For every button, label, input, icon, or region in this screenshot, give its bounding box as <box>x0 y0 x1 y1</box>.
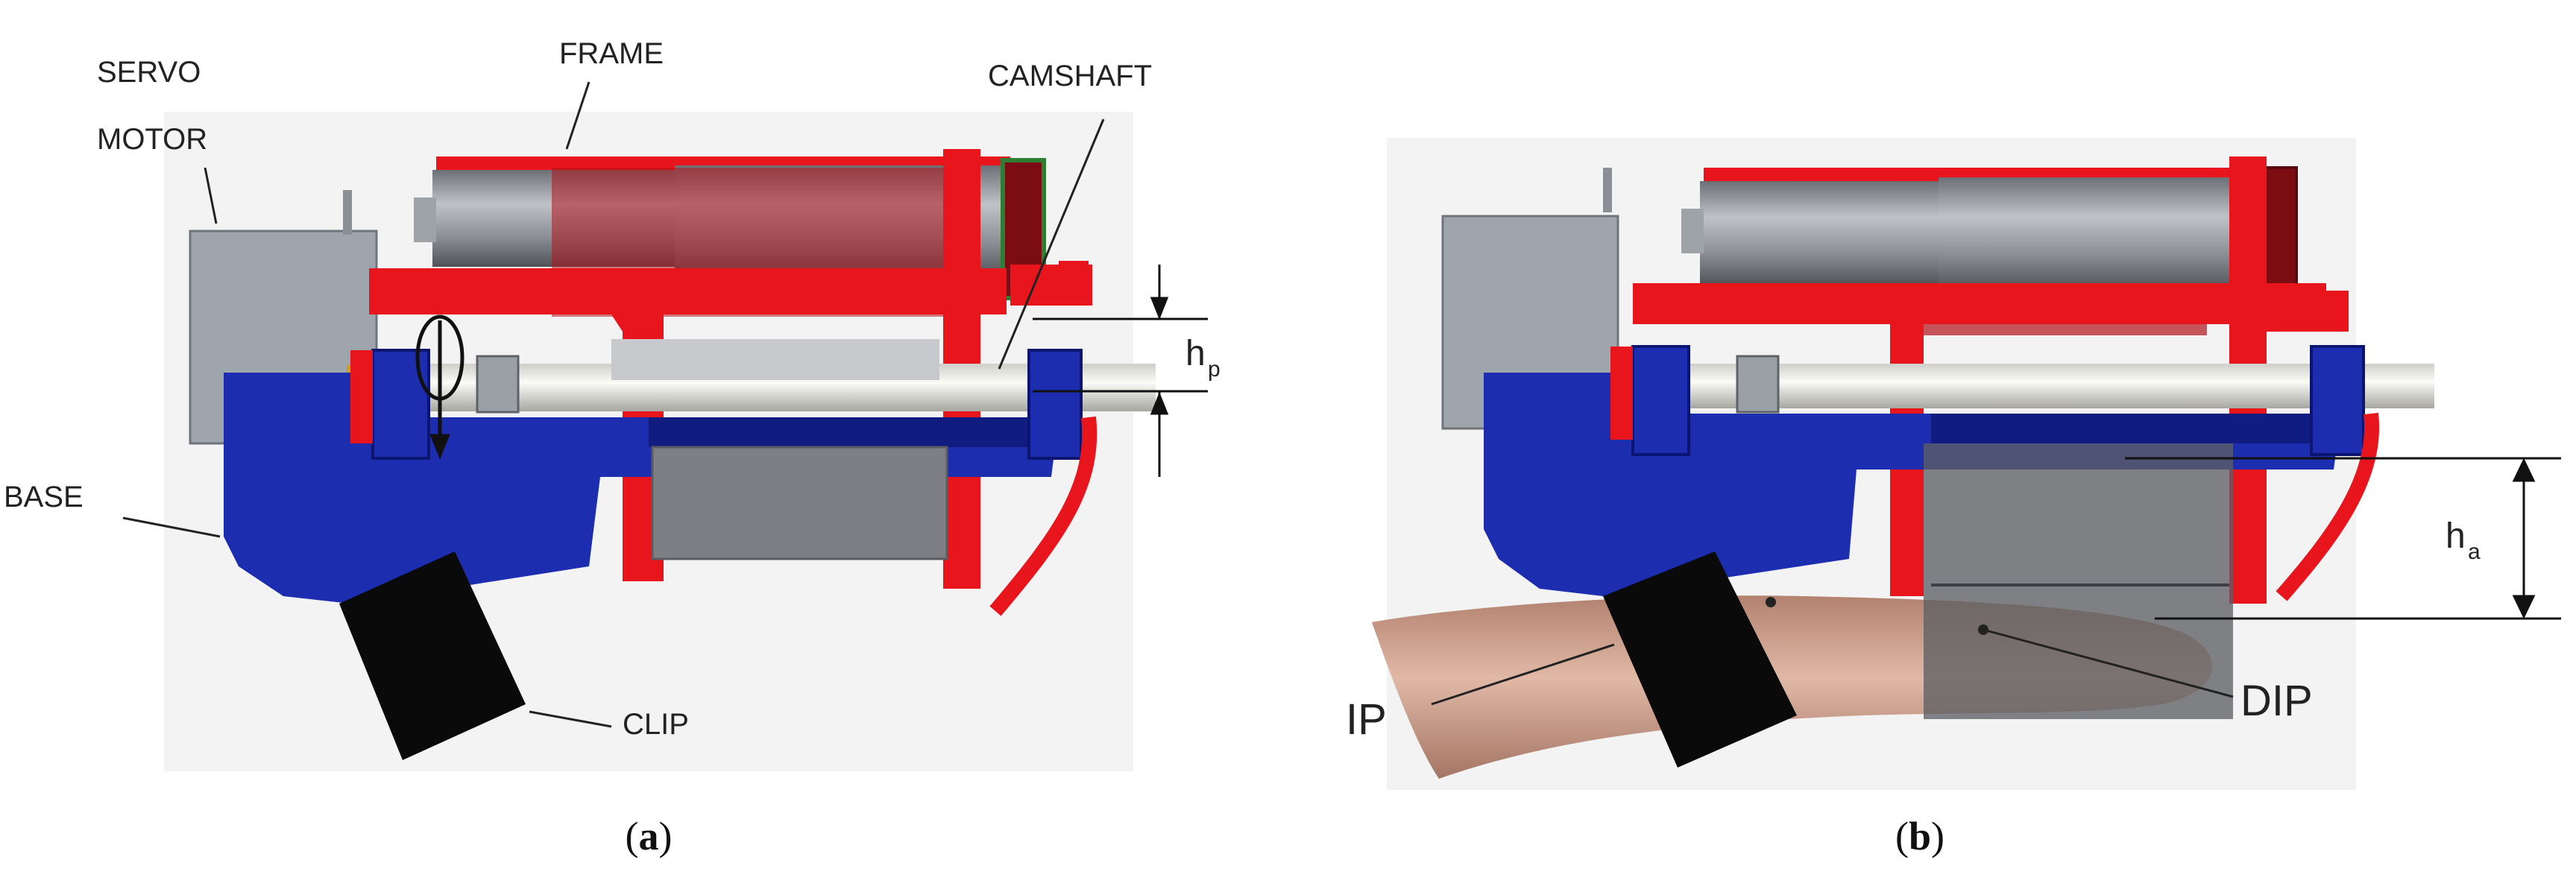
label-hp-main: h <box>1185 334 1206 373</box>
frame-upper-arm <box>369 268 1007 581</box>
frame-upper-arm-b <box>1633 283 2326 324</box>
camshaft-gear-b <box>1736 355 1780 414</box>
panel-a: SERVO MOTOR FRAME CAMSHAFT BASE CLIP h p… <box>4 37 1221 858</box>
label-servo-line2: MOTOR <box>97 123 207 156</box>
base-leader <box>122 516 221 538</box>
servo-leader <box>204 167 218 224</box>
base-left-block-b <box>1631 345 1690 456</box>
dip-leader-dot <box>1978 624 1988 635</box>
label-frame: FRAME <box>559 37 664 70</box>
label-base: BASE <box>4 481 84 513</box>
pressure-pad <box>651 446 948 560</box>
servo-pin <box>343 190 352 235</box>
dip-leader <box>1983 628 2234 698</box>
camshaft-leader <box>998 118 1105 370</box>
caption-b: (b) <box>1895 814 1944 858</box>
spring-arm <box>989 416 1098 616</box>
dimension-ha <box>2125 457 2561 620</box>
dc-motor-body-b <box>1700 181 1946 285</box>
label-ha-main: h <box>2446 516 2466 556</box>
cam-lobe-block <box>611 339 939 380</box>
ip-leader-dot <box>1766 597 1776 607</box>
label-camshaft: CAMSHAFT <box>988 60 1152 92</box>
ip-leader <box>1431 643 1615 706</box>
base-lower-strip <box>649 417 1051 447</box>
pressure-pad-b <box>1924 443 2233 719</box>
dimension-hp <box>1033 265 1208 477</box>
frame-leader <box>565 81 591 150</box>
frame-right-step <box>1059 261 1089 279</box>
gearbox-body-b <box>1939 177 2252 289</box>
spring-arm-b <box>2276 412 2380 601</box>
caption-a: (a) <box>626 814 673 858</box>
label-ip: IP <box>1346 695 1387 744</box>
servo-pin-b <box>1603 168 1612 212</box>
frame-right-tab-b <box>2267 291 2349 332</box>
label-dip: DIP <box>2240 677 2313 725</box>
label-clip: CLIP <box>623 708 689 741</box>
camshaft-gear <box>476 355 520 414</box>
base-right-block-b <box>2310 345 2365 456</box>
base-right-block <box>1027 349 1083 460</box>
frame-left-clip-red-b <box>1610 347 1633 440</box>
clip-body <box>339 551 526 760</box>
label-hp-sub: p <box>1208 357 1221 382</box>
label-ha-sub: a <box>2468 540 2481 564</box>
clip-body-b <box>1603 551 1797 768</box>
rotation-arrow <box>415 314 465 460</box>
dc-motor-endcap-b <box>1681 209 1704 253</box>
base-lower-strip-b <box>1931 414 2334 443</box>
base-left-block <box>371 349 430 460</box>
dc-motor-endcap <box>414 197 436 242</box>
panel-b: IP DIP h a (b) <box>1346 138 2561 858</box>
label-servo-line1: SERVO <box>97 56 201 89</box>
clip-leader <box>529 710 612 728</box>
frame-left-clip-red <box>350 350 373 443</box>
